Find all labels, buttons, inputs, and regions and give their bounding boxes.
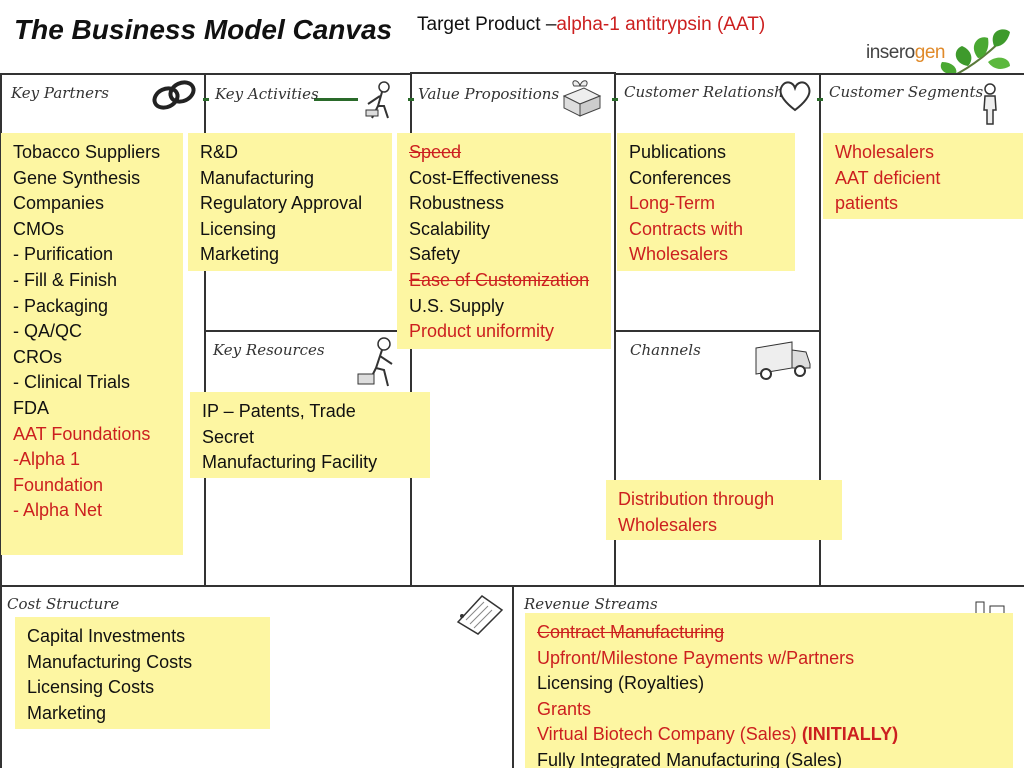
connector-dash [408,98,414,101]
truck-icon [755,341,811,380]
target-product: Target Product –alpha-1 antitrypsin (AAT… [417,14,765,36]
connector-dash [612,98,618,101]
customer-segments-title: Customer Segments [829,83,984,101]
note-customer-relationships: Publications Conferences Long-Term Contr… [617,133,795,271]
note-value-propositions: Speed Cost-Effectiveness Robustness Scal… [397,133,611,349]
note-revenue-streams: Contract Manufacturing Upfront/Milestone… [525,613,1013,768]
inserogen-logo: inserogen [864,28,1014,84]
key-resources-title: Key Resources [213,341,325,359]
key-partners-title: Key Partners [11,84,109,102]
page-title: The Business Model Canvas [14,14,393,45]
channels-title: Channels [630,341,701,359]
worker-lifting-icon [357,337,393,387]
note-key-activities: R&D Manufacturing Regulatory Approval Li… [188,133,392,271]
cost-structure-title: Cost Structure [7,595,120,613]
note-cost-structure: Capital Investments Manufacturing Costs … [15,617,270,729]
note-key-resources: IP – Patents, Trade Secret Manufacturing… [190,392,430,478]
gift-package-icon [562,80,602,117]
key-activities-title: Key Activities [215,85,319,103]
connector-dash [203,98,209,101]
note-customer-segments: Wholesalers AAT deficient patients [823,133,1023,219]
note-channels: Distribution through Wholesalers [606,480,842,540]
note-key-partners: Tobacco Suppliers Gene Synthesis Compani… [1,133,183,555]
person-icon [983,83,997,125]
logo-text: inserogen [866,42,945,63]
worker-icon [365,81,390,119]
customer-relationships-title: Customer Relationships [624,83,806,101]
revenue-streams-title: Revenue Streams [524,595,658,613]
leaf-icon [940,29,1010,81]
target-value: alpha-1 antitrypsin (AAT) [556,14,766,35]
heart-icon [779,81,811,112]
value-propositions-title: Value Propositions [418,85,560,103]
target-label: Target Product – [417,14,557,35]
connector-dash [817,98,823,101]
connector-dash [314,98,358,101]
document-tag-icon [456,595,504,635]
chain-link-icon [152,80,196,110]
